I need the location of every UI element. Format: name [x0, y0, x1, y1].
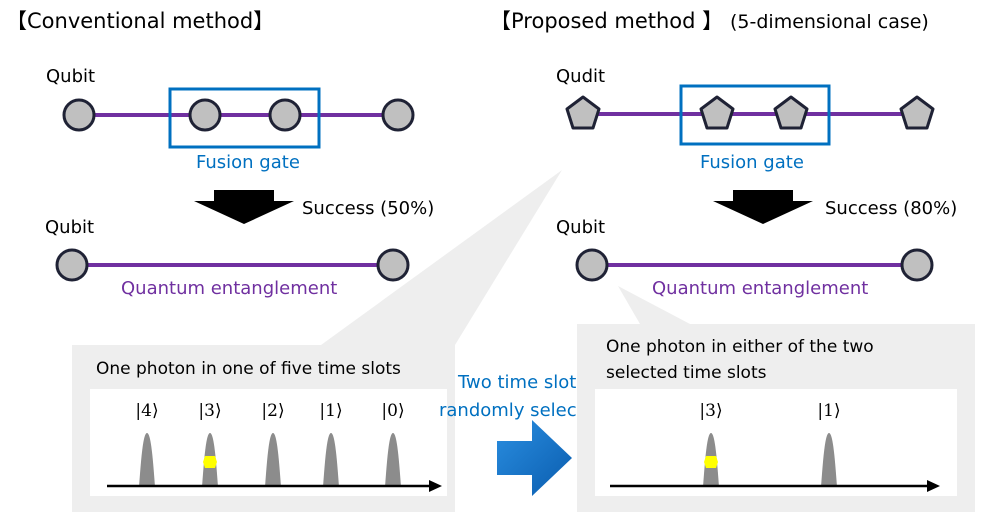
left-down-arrow — [194, 190, 294, 224]
right-qubit-node — [900, 248, 934, 282]
ket-label: |0⟩ — [381, 401, 404, 421]
right-success-label: Success (80%) — [825, 198, 957, 219]
left-qubit-node — [381, 98, 415, 132]
selection-label-line2: randomly selected — [439, 400, 606, 421]
right-box-title-line1: One photon in either of the two — [606, 337, 874, 357]
time-axis-arrowhead — [429, 480, 442, 492]
left-qubit-node — [188, 98, 222, 132]
left-success-label: Success (50%) — [302, 198, 434, 219]
right-qudit-node — [773, 95, 809, 130]
right-qudit-label: Qudit — [556, 66, 605, 87]
right-qudit-node — [699, 95, 735, 130]
ket-label: |3⟩ — [699, 401, 722, 421]
left-qubit-node — [62, 98, 96, 132]
left-fusion-gate-label: Fusion gate — [196, 152, 300, 173]
right-entangled-pair — [575, 248, 934, 282]
left-qubit-node — [268, 98, 302, 132]
time-slot-pulse — [323, 433, 339, 487]
time-axis-arrowhead — [927, 480, 940, 492]
left-qubit-node — [55, 248, 89, 282]
left-title: 【Conventional method】 — [6, 9, 274, 33]
ket-label: |4⟩ — [135, 401, 158, 421]
right-fusion-gate-box — [679, 84, 831, 146]
right-entanglement-label: Quantum entanglement — [652, 278, 868, 299]
right-qudit-node — [899, 95, 935, 130]
right-time-slot-box: One photon in either of the two selected… — [577, 324, 975, 512]
left-entanglement-label: Quantum entanglement — [121, 278, 337, 299]
selection-arrow — [497, 420, 572, 496]
left-qubit-chain — [62, 87, 415, 149]
ket-label: |1⟩ — [817, 401, 840, 421]
right-callout-pointer — [618, 286, 690, 324]
right-result-qubit-label: Qubit — [556, 217, 605, 238]
photon-marker — [704, 456, 718, 468]
left-qubit-label: Qubit — [46, 66, 95, 87]
time-slot-pulse — [265, 433, 281, 487]
left-fusion-gate-box — [168, 87, 321, 149]
photon-marker — [203, 456, 217, 468]
left-box-title: One photon in one of five time slots — [96, 359, 401, 379]
right-down-arrow — [713, 190, 813, 224]
left-result-qubit-label: Qubit — [45, 217, 94, 238]
right-qudit-node — [565, 95, 601, 130]
right-box-title-line2: selected time slots — [606, 363, 767, 383]
time-slot-pulse — [821, 433, 837, 487]
left-qubit-node — [376, 248, 410, 282]
time-slot-pulse — [385, 433, 401, 487]
ket-label: |2⟩ — [261, 401, 284, 421]
ket-label: |1⟩ — [319, 401, 342, 421]
time-slot-pulse — [139, 433, 155, 487]
right-title-sub: (5-dimensional case) — [730, 11, 929, 33]
right-title-main: 【Proposed method 】 — [490, 9, 723, 33]
selection-label-line1: Two time slots — [457, 372, 586, 393]
right-qudit-chain — [565, 84, 935, 146]
right-fusion-gate-label: Fusion gate — [700, 152, 804, 173]
left-time-slot-box: One photon in one of five time slots |4⟩… — [72, 345, 455, 512]
ket-label: |3⟩ — [198, 401, 221, 421]
left-callout-pointer — [321, 170, 562, 345]
right-qubit-node — [575, 248, 609, 282]
left-entangled-pair — [55, 248, 410, 282]
